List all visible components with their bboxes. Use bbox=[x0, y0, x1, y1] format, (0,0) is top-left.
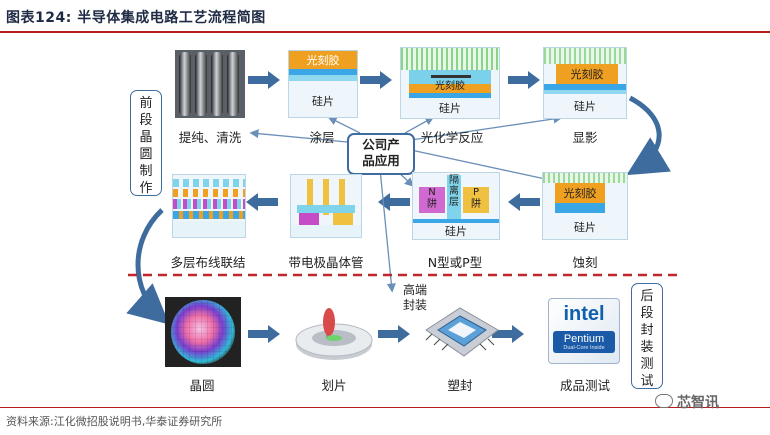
step-molding-label: 塑封 bbox=[447, 378, 473, 393]
coating-image: 光刻胶 硅片 bbox=[288, 50, 358, 118]
develop-image: 光刻胶 硅片 bbox=[543, 47, 627, 119]
intel-pentium-logo: intel Pentium Dual-Core Inside bbox=[548, 298, 620, 364]
step-photo-label: 光化学反应 bbox=[420, 130, 484, 145]
arrow-top-3 bbox=[508, 71, 540, 89]
source-rule bbox=[0, 407, 770, 408]
title-rule bbox=[0, 31, 770, 33]
arrow-mid-2 bbox=[378, 193, 410, 211]
arrow-mid-1 bbox=[508, 193, 540, 211]
step-dicing-label: 划片 bbox=[321, 378, 347, 393]
step-purify-label: 提纯、清洗 bbox=[178, 130, 242, 145]
wechat-icon bbox=[655, 394, 673, 408]
company-product-application: 公司产品应用 bbox=[347, 133, 415, 175]
arrow-curve-right bbox=[626, 95, 672, 176]
front-stage-label: 前段晶圆制作 bbox=[130, 90, 162, 196]
multilayer-image bbox=[172, 174, 246, 238]
arrow-top-2 bbox=[360, 71, 392, 89]
step-develop-label: 显影 bbox=[572, 130, 598, 145]
arrow-mid-3 bbox=[246, 193, 278, 211]
high-end-packaging-label: 高端封装 bbox=[402, 283, 427, 312]
dicing-image bbox=[295, 308, 373, 360]
step-testing-label: 成品测试 bbox=[559, 378, 610, 393]
step-wafer-label: 晶圆 bbox=[189, 378, 215, 393]
arrow-curve-left bbox=[126, 208, 170, 325]
transistor-image bbox=[290, 174, 362, 238]
wafer-image bbox=[165, 297, 241, 367]
photochemical-image: 光刻胶 硅片 bbox=[400, 47, 500, 119]
silicon-ingots-image bbox=[175, 50, 245, 118]
step-electrode-label: 带电极晶体管 bbox=[288, 255, 364, 270]
step-np-label: N型或P型 bbox=[427, 255, 483, 270]
source-note: 资料来源:江化微招股说明书,华泰证券研究所 bbox=[6, 415, 223, 428]
arrow-top-1 bbox=[248, 71, 280, 89]
arrow-bot-3 bbox=[492, 325, 524, 343]
watermark: 芯智讯 bbox=[655, 392, 719, 412]
arrow-bot-1 bbox=[248, 325, 280, 343]
step-coating-label: 涂层 bbox=[309, 130, 335, 145]
back-stage-label: 后段封装测试 bbox=[631, 283, 663, 389]
etch-image: 光刻胶 硅片 bbox=[542, 172, 628, 240]
step-multilayer-label: 多层布线联结 bbox=[170, 255, 246, 270]
figure-title: 图表124: 半导体集成电路工艺流程简图 bbox=[6, 10, 266, 26]
arrow-bot-2 bbox=[378, 325, 410, 343]
molding-image bbox=[425, 307, 499, 357]
step-etch-label: 蚀刻 bbox=[572, 255, 598, 270]
